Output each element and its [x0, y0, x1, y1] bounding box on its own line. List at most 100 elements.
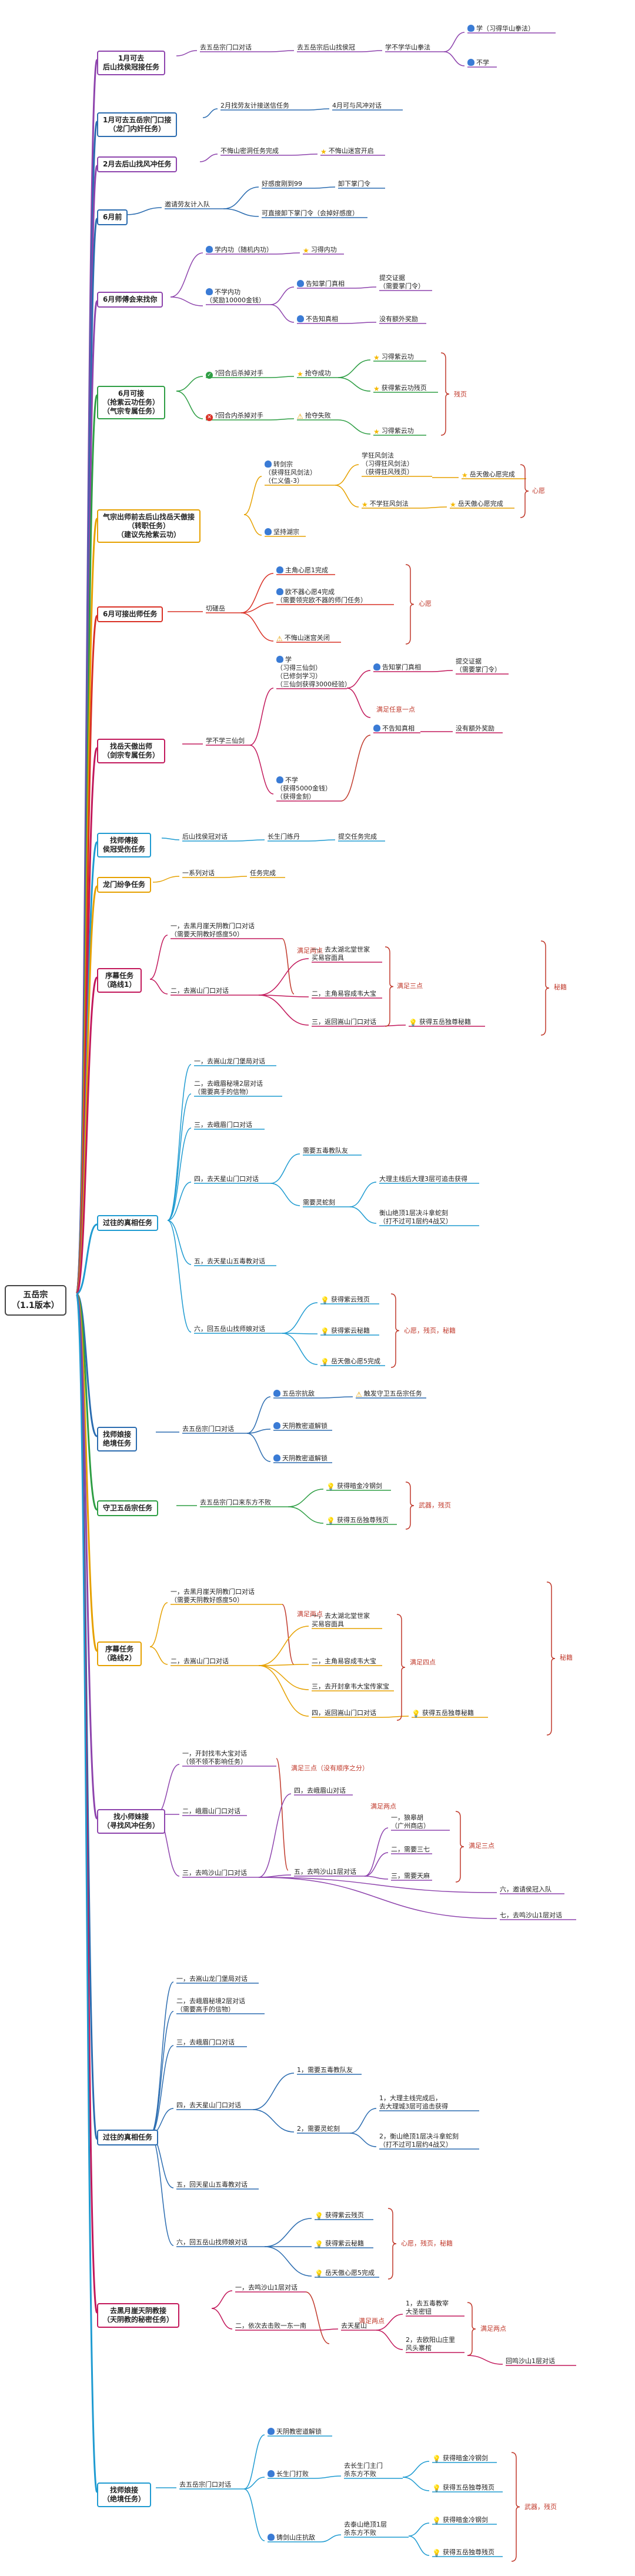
- branch-label: 后山找侯冠对话: [182, 833, 228, 841]
- branch-label: 告知掌门真相: [373, 663, 421, 672]
- branch-label: ★岳天傲心愿完成: [462, 471, 515, 479]
- label-text: 满足两点: [370, 1803, 396, 1810]
- warning-icon: ⚠: [297, 412, 303, 421]
- person-icon: [206, 288, 213, 295]
- branch-label: 二，去嵩山门口对话: [171, 1657, 229, 1666]
- connector: [402, 2461, 430, 2478]
- label-text: 一，去鸣沙山1层对话: [235, 2284, 298, 2291]
- branch-label: 不悔山密洞任务完成: [220, 147, 279, 155]
- branch-label: 去五岳宗门口来东方不败: [200, 1499, 271, 1507]
- label-text: 找小师妹接 （寻找风冲任务）: [103, 1813, 160, 1830]
- note-label: 秘籍: [560, 1654, 573, 1662]
- note-label: 心愿，残页，秘籍: [401, 2240, 453, 2248]
- connector: [346, 688, 371, 718]
- label-text: 获得紫云秘籍: [330, 1327, 370, 1334]
- connector: [258, 958, 309, 996]
- label-text: 满足两点: [297, 1610, 323, 1618]
- label-text: 获得五岳独尊残页: [442, 2484, 494, 2491]
- section-node-6: 6月可接 （抢紫云功任务） （气宗专属任务）: [97, 386, 166, 419]
- label-text: 去五岳宗门口对话: [200, 44, 252, 51]
- bulb-icon: 💡: [432, 2455, 441, 2463]
- label-text: 三，返回嵩山门口对话: [312, 1018, 376, 1026]
- branch-label: 四，去峨眉山对话: [294, 1787, 346, 1795]
- branch-label: 2月找劳友计接送信任务: [220, 102, 289, 110]
- label-text: 武器，残页: [419, 1501, 451, 1509]
- branch-label: 💡获得紫云残页: [320, 1296, 370, 1304]
- bulb-icon: 💡: [432, 2484, 441, 2492]
- connector: [223, 186, 259, 209]
- label-text: 去五岳宗门口对话: [182, 1425, 234, 1433]
- label-text: 过往的真相任务: [103, 2133, 153, 2141]
- section-node-10: 找师傅接 侯冠受伤任务: [97, 833, 152, 857]
- connector: [282, 1333, 318, 1365]
- connector: [276, 1758, 289, 1871]
- star-icon: ★: [320, 148, 327, 156]
- label-text: 去五岳宗门口来东方不败: [200, 1499, 271, 1506]
- section-node-2: 1月可去五岳宗门口接 （龙门内奸任务）: [97, 112, 178, 137]
- label-text: 二，依次去击败一东一南: [235, 2322, 306, 2330]
- root-connector: [75, 1293, 98, 2493]
- brace: [440, 352, 450, 436]
- label-text: 切磋岳: [206, 605, 225, 612]
- label-text: 心愿: [532, 487, 545, 495]
- connector: [243, 514, 262, 536]
- branch-label: 需要五毒教队友: [303, 1147, 348, 1155]
- label-text: 找岳天傲出师 （剑宗专属任务）: [103, 742, 160, 759]
- label-text: 去五岳宗后山找侯冠: [297, 44, 355, 51]
- label-text: 告知掌门真相: [306, 280, 345, 288]
- connector: [317, 2328, 339, 2331]
- label-text: 三，去鸣沙山门口对话: [182, 1869, 247, 1877]
- branch-label: 一系列对话: [182, 869, 215, 877]
- branch-label: 去天星山: [341, 2322, 367, 2330]
- connector: [276, 252, 300, 255]
- label-text: 一系列对话: [182, 869, 215, 877]
- branch-label: ✕?回合内杀掉对手: [206, 412, 263, 421]
- label-text: 不学 （获得5000金钱） （获得金刻）: [276, 776, 332, 800]
- branch-label: 七，去鸣沙山1层对话: [500, 1911, 562, 1920]
- connector: [382, 1716, 409, 1718]
- branch-label: ★抢夺成功: [297, 369, 331, 378]
- star-icon: ★: [373, 353, 380, 362]
- label-text: 五，去天星山五毒教对话: [194, 1257, 265, 1265]
- branch-label: ★不悔山迷宫开启: [320, 147, 374, 155]
- label-text: 告知掌门真相: [382, 663, 421, 671]
- branch-label: 三，去开封拿韦大宝传家宝: [312, 1683, 389, 1691]
- label-text: 三，需要天麻: [391, 1872, 430, 1880]
- connector: [152, 876, 180, 883]
- branch-label: 五岳宗抗敌: [273, 1390, 315, 1398]
- note-label: 满足两点: [480, 2325, 506, 2333]
- connector: [246, 1396, 271, 1434]
- connector: [270, 304, 295, 323]
- label-text: 序幕任务 （路线1）: [103, 972, 136, 989]
- connector: [337, 359, 371, 378]
- label-text: 秘籍: [560, 1654, 573, 1661]
- connector: [243, 476, 262, 515]
- branch-label: 没有额外奖励: [379, 315, 418, 323]
- label-text: 四，返回嵩山门口对话: [312, 1709, 376, 1717]
- person-icon: [265, 528, 272, 535]
- label-text: 一，去嵩山龙门堡局对话: [194, 1057, 265, 1065]
- star-icon: ★: [450, 500, 456, 509]
- connector: [432, 670, 453, 672]
- label-text: 一，开封找韦大宝对话 （领不领不影响任务）: [182, 1750, 247, 1766]
- branch-label: 4月可与风冲对话: [332, 102, 382, 110]
- connector: [308, 839, 336, 842]
- branch-label: 二，依次去击败一东一南: [235, 2322, 306, 2330]
- branch-label: 不告知真相: [373, 725, 415, 733]
- note-label: 武器，残页: [419, 1501, 451, 1510]
- label-text: 大理主线后大理3层可追击获得: [379, 1175, 467, 1183]
- label-text: 去长生门主门 杀东方不败: [344, 2462, 383, 2478]
- label-text: 去五岳宗门口对话: [179, 2481, 231, 2488]
- brace: [467, 2302, 476, 2356]
- branch-label: 💡获得五岳独尊秘籍: [412, 1709, 474, 1717]
- branch-label: ★不学狂风剑法: [362, 500, 409, 508]
- warning-icon: ⚠: [276, 635, 283, 643]
- label-text: 六，回五岳山找师娘对话: [194, 1325, 265, 1333]
- label-text: 卸下掌门令: [338, 180, 370, 188]
- section-node-5: 6月师傅会来找你: [97, 292, 163, 308]
- label-text: 天阴教密道解锁: [282, 1454, 327, 1462]
- label-text: 长生门练丹: [268, 833, 300, 840]
- section-node-8: 6月可接出师任务: [97, 606, 163, 622]
- label-text: 五岳宗抗敌: [282, 1390, 315, 1397]
- label-text: 满足两点: [297, 947, 323, 955]
